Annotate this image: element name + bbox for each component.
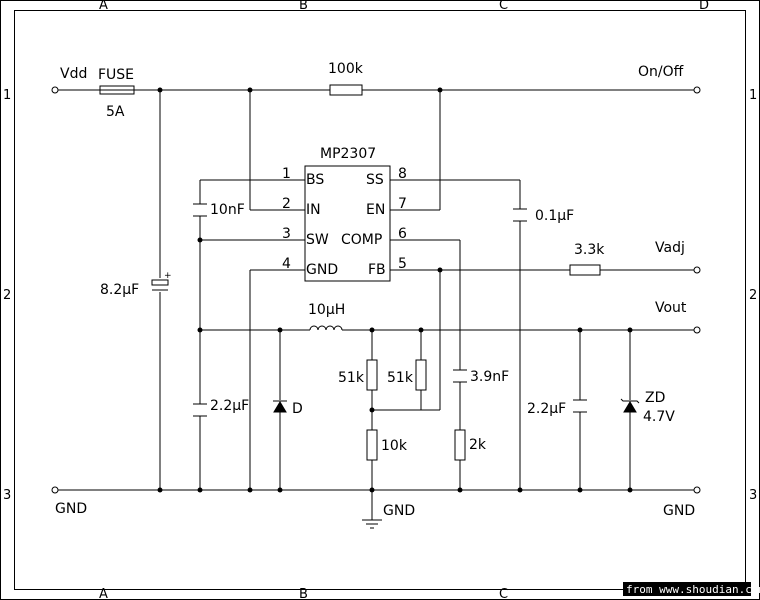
capacitor-2-2uf-right: 2.2µF <box>527 399 587 417</box>
fuse-label: FUSE <box>98 67 134 83</box>
capacitor-8-2uf-label: 8.2µF <box>100 282 139 298</box>
resistor-2k-label: 2k <box>469 437 487 453</box>
vout-terminal <box>693 326 701 334</box>
pin-2-number: 2 <box>282 196 291 212</box>
gnd-right-terminal <box>693 486 701 494</box>
column-label-c-bottom: C <box>499 587 508 600</box>
pin-8-name: SS <box>366 172 384 188</box>
row-label-1-right: 1 <box>749 88 757 103</box>
grid-labels: A B C D A B C 1 2 3 1 2 3 <box>3 0 757 600</box>
capacitor-0-1uf: 0.1µF <box>513 208 574 224</box>
resistor-10k-label: 10k <box>381 438 408 454</box>
resistor-3-3k: 3.3k <box>569 242 605 276</box>
capacitor-3-9nf: 3.9nF <box>453 369 509 385</box>
resistor-51k-right: 51k <box>387 359 427 391</box>
watermark-text: from www.shoudian.com <box>626 583 760 596</box>
capacitor-10nf: 10nF <box>193 202 245 218</box>
onoff-label: On/Off <box>638 64 684 80</box>
capacitor-0-1uf-label: 0.1µF <box>535 208 574 224</box>
column-label-a-top: A <box>99 0 108 13</box>
resistor-100k-label: 100k <box>328 61 364 77</box>
pin-7-number: 7 <box>398 196 407 212</box>
zener-diode: ZD 4.7V <box>620 390 675 425</box>
resistor-51k-right-label: 51k <box>387 370 414 386</box>
ground-symbol-icon <box>362 519 382 529</box>
capacitor-8-2uf: + 8.2µF <box>100 271 172 298</box>
diode-d: D <box>273 400 303 417</box>
fuse: FUSE 5A <box>98 67 135 120</box>
wires <box>58 89 694 520</box>
resistor-100k: 100k <box>328 61 364 96</box>
terminals <box>51 86 701 494</box>
pin-3-name: SW <box>306 232 329 248</box>
pin-6-name: COMP <box>341 232 382 248</box>
resistor-51k-left-label: 51k <box>338 370 365 386</box>
pin-1-number: 1 <box>282 166 291 182</box>
row-label-3-left: 3 <box>3 488 11 503</box>
diode-d-label: D <box>292 401 303 417</box>
column-label-d-top: D <box>699 0 709 13</box>
pin-5-number: 5 <box>398 256 407 272</box>
row-label-2-right: 2 <box>749 288 757 303</box>
svg-text:+: + <box>164 271 172 281</box>
gnd-left-label: GND <box>55 501 87 517</box>
capacitor-2-2uf-left-label: 2.2µF <box>210 398 249 414</box>
capacitor-10nf-label: 10nF <box>210 202 245 218</box>
watermark: from www.shoudian.com <box>623 582 760 596</box>
capacitor-3-9nf-label: 3.9nF <box>470 369 509 385</box>
inductor-10uh-label: 10µH <box>308 302 345 318</box>
pin-3-number: 3 <box>282 226 291 242</box>
inductor-10uh: 10µH <box>308 302 345 331</box>
row-label-3-right: 3 <box>749 488 757 503</box>
vadj-terminal <box>693 266 701 274</box>
capacitor-2-2uf-right-label: 2.2µF <box>527 401 566 417</box>
fuse-value: 5A <box>106 104 125 120</box>
pin-4-number: 4 <box>282 256 291 272</box>
column-label-b-top: B <box>299 0 308 13</box>
net-labels: Vdd On/Off Vadj Vout GND GND GND <box>55 64 695 519</box>
pin-1-name: BS <box>306 172 324 188</box>
resistor-3-3k-label: 3.3k <box>574 242 605 258</box>
vdd-label: Vdd <box>60 66 87 82</box>
pin-5-name: FB <box>368 262 386 278</box>
row-label-2-left: 2 <box>3 288 11 303</box>
zener-value-label: 4.7V <box>643 409 675 425</box>
onoff-terminal <box>693 86 701 94</box>
pin-4-name: GND <box>306 262 338 278</box>
zener-name-label: ZD <box>645 390 665 406</box>
vout-label: Vout <box>655 300 687 316</box>
ic-name: MP2307 <box>320 146 376 162</box>
gnd-mid-label: GND <box>383 503 415 519</box>
column-label-c-top: C <box>499 0 508 13</box>
resistor-10k: 10k <box>366 429 408 461</box>
resistor-2k: 2k <box>454 429 487 461</box>
junction-dots <box>157 87 633 493</box>
resistor-51k-left: 51k <box>338 359 378 391</box>
gnd-right-label: GND <box>663 503 695 519</box>
pin-2-name: IN <box>306 202 321 218</box>
pin-7-name: EN <box>366 202 385 218</box>
row-label-1-left: 1 <box>3 88 11 103</box>
vadj-label: Vadj <box>655 240 685 256</box>
pin-8-number: 8 <box>398 166 407 182</box>
gnd-left-terminal <box>51 486 59 494</box>
capacitor-2-2uf-left: 2.2µF <box>193 398 249 417</box>
column-label-b-bottom: B <box>299 587 308 600</box>
ic-mp2307: MP2307 1 2 3 4 BS IN SW GND SS EN COMP F… <box>282 146 407 282</box>
vdd-terminal <box>51 86 59 94</box>
pin-6-number: 6 <box>398 226 407 242</box>
column-label-a-bottom: A <box>99 587 108 600</box>
